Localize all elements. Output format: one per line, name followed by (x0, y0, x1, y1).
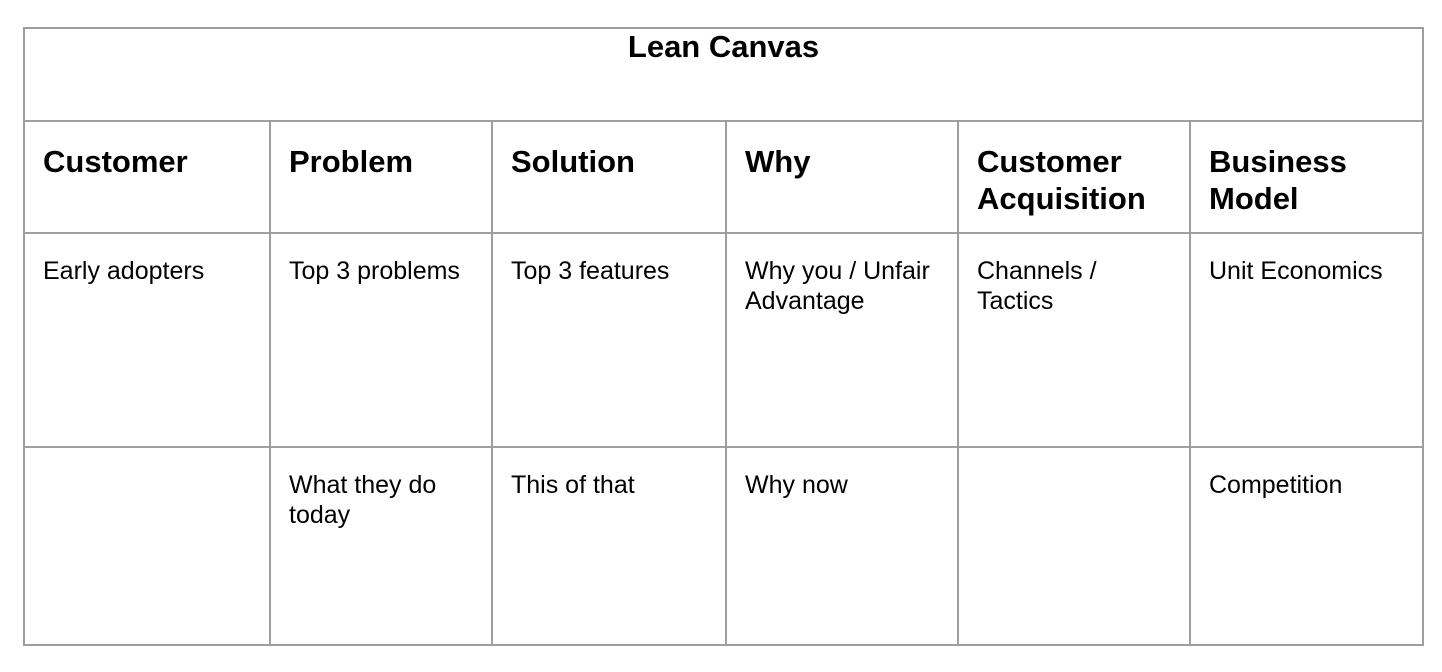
table-row: What they do today This of that Why now … (23, 446, 1425, 646)
cell-solution-2: This of that (491, 446, 727, 646)
cell-problem-2: What they do today (269, 446, 493, 646)
title-row: Lean Canvas (22, 27, 1425, 122)
table-row: Early adopters Top 3 problems Top 3 feat… (23, 232, 1425, 448)
cell-business-model-2: Competition (1188, 446, 1425, 646)
header-row: Customer Problem Solution Why Customer A… (23, 120, 1425, 234)
cell-why-2: Why now (725, 446, 959, 646)
header-problem: Problem (269, 120, 493, 234)
cell-business-model-1: Unit Economics (1188, 232, 1425, 448)
canvas-title: Lean Canvas (22, 27, 1425, 122)
cell-problem-1: Top 3 problems (269, 232, 493, 448)
header-customer-acquisition: Customer Acquisition (957, 120, 1191, 234)
cell-customer-1: Early adopters (23, 232, 271, 448)
header-customer: Customer (23, 120, 271, 234)
cell-acquisition-1: Channels / Tactics (957, 232, 1191, 448)
cell-why-1: Why you / Unfair Advantage (725, 232, 959, 448)
header-solution: Solution (491, 120, 727, 234)
header-why: Why (725, 120, 959, 234)
cell-solution-1: Top 3 features (491, 232, 727, 448)
cell-customer-2 (23, 446, 271, 646)
cell-acquisition-2 (957, 446, 1191, 646)
lean-canvas-table: Lean Canvas Customer Problem Solution Wh… (22, 27, 1425, 646)
header-business-model: Business Model (1188, 120, 1425, 234)
